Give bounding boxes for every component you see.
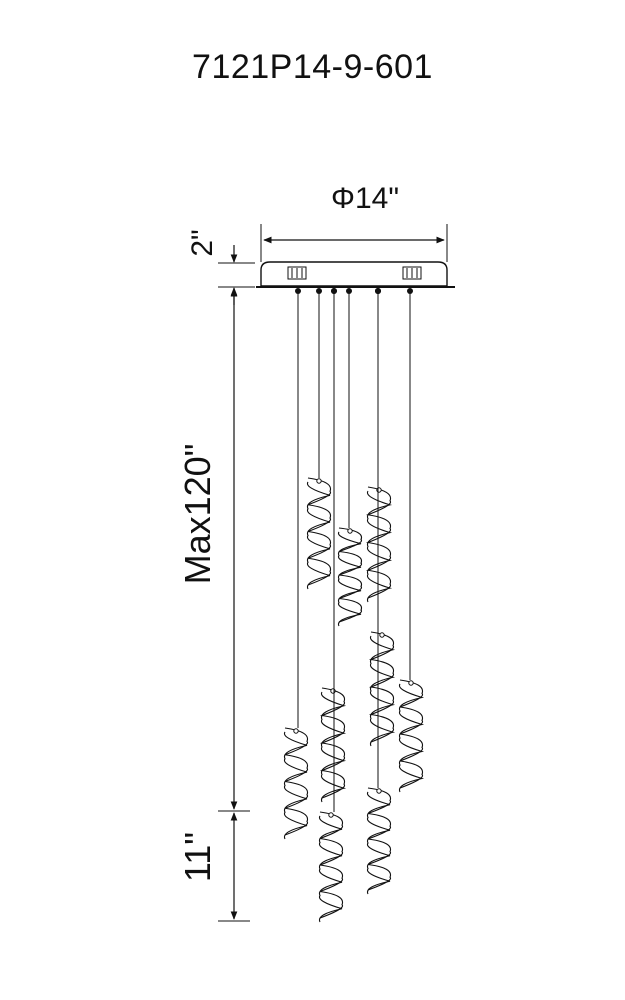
crystal-cap bbox=[347, 528, 353, 534]
spiral-crystal-back bbox=[318, 815, 343, 923]
pendant-group bbox=[283, 288, 425, 923]
spiral-crystal-back bbox=[337, 531, 362, 627]
spiral-crystal-back bbox=[366, 791, 391, 895]
pendant-9 bbox=[398, 288, 425, 793]
crystal-cap bbox=[379, 632, 385, 638]
crystal-cap bbox=[316, 478, 322, 484]
canopy-vent-left bbox=[287, 266, 307, 280]
pendant-8 bbox=[366, 288, 392, 895]
vertical-dimensions: 2" Max120" 11" bbox=[177, 229, 255, 922]
canopy bbox=[256, 261, 455, 288]
crystal-cap bbox=[376, 788, 382, 794]
pendant-7 bbox=[368, 288, 396, 747]
crystal-cap bbox=[376, 487, 382, 493]
spiral-crystal-back bbox=[366, 490, 393, 603]
spiral-crystal-back bbox=[369, 635, 396, 747]
pendant-length-label: 11" bbox=[177, 832, 218, 882]
diameter-dimension: Φ14" bbox=[260, 182, 448, 262]
max-length-label: Max120" bbox=[177, 444, 218, 585]
model-number-title: 7121P14-9-601 bbox=[192, 48, 433, 86]
pendant-6 bbox=[365, 288, 393, 603]
spiral-crystal-back bbox=[320, 691, 347, 803]
crystal-cap bbox=[328, 812, 334, 818]
spiral-crystal-back bbox=[306, 481, 331, 590]
pendant-4 bbox=[337, 288, 363, 627]
crystal-cap bbox=[293, 728, 299, 734]
pendant-5 bbox=[318, 288, 344, 923]
diameter-label: Φ14" bbox=[331, 182, 399, 215]
canopy-height-label: 2" bbox=[186, 229, 219, 256]
spiral-crystal-back bbox=[398, 683, 425, 793]
pendant-2 bbox=[306, 288, 332, 590]
spiral-crystal-back bbox=[283, 731, 308, 840]
canopy-vent-right bbox=[402, 266, 422, 280]
crystal-cap bbox=[330, 688, 336, 694]
pendant-1 bbox=[283, 288, 309, 840]
pendant-3 bbox=[319, 288, 347, 803]
crystal-cap bbox=[408, 680, 414, 686]
